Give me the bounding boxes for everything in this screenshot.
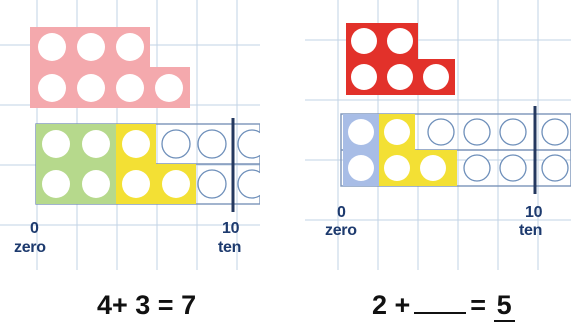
peg-hole — [162, 170, 190, 198]
answer-blank[interactable] — [414, 290, 466, 314]
peg-hole — [384, 119, 410, 145]
peg-hole — [122, 130, 150, 158]
left-number-line-panel: 0 zero 10 ten — [0, 0, 260, 270]
zero-numeral: 0 — [337, 205, 346, 221]
equation-left: 4+ 3 = 7 — [97, 290, 196, 320]
ten-numeral: 10 — [222, 221, 239, 237]
numicon-three — [0, 0, 260, 270]
peg-hole — [122, 170, 150, 198]
equation-right-equals: = — [470, 290, 486, 320]
equation-right: 2 + = 5 — [372, 290, 515, 320]
zero-numeral: 0 — [30, 221, 39, 237]
ten-word: ten — [519, 223, 542, 239]
equation-right-first: 2 + — [372, 290, 410, 320]
equation-right-answer: 5 — [494, 290, 515, 322]
zero-word: zero — [325, 223, 357, 239]
ten-numeral: 10 — [525, 205, 542, 221]
right-number-line-panel: 0 zero 10 ten — [305, 0, 571, 270]
empty-ring — [162, 130, 190, 158]
peg-hole — [384, 155, 410, 181]
peg-hole — [420, 155, 446, 181]
zero-word: zero — [14, 240, 46, 256]
ten-word: ten — [218, 240, 241, 256]
